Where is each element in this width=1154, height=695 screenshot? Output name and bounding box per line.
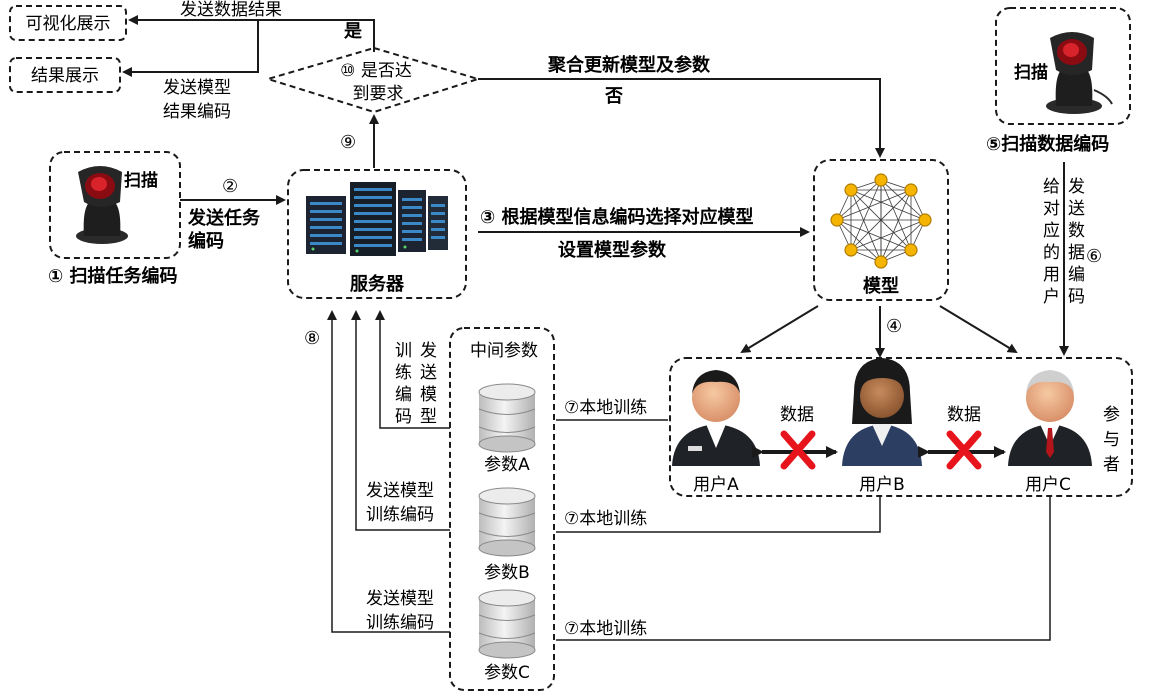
step2-l2: 编码 xyxy=(188,230,224,252)
param-a-label: 参数A xyxy=(484,455,530,475)
scanner-left-box xyxy=(49,151,181,259)
database-a-icon xyxy=(478,383,536,453)
user-b-label: 用户B xyxy=(859,475,905,495)
local-train-b-line xyxy=(556,496,881,533)
model-box xyxy=(813,159,949,301)
model-to-userA-arrow xyxy=(740,305,819,354)
user-c-label: 用户C xyxy=(1025,475,1071,495)
participants-box xyxy=(669,357,1133,497)
step6-num: ⑥ xyxy=(1086,246,1102,267)
aggregate-arrow xyxy=(478,78,885,158)
intermediate-label: 中间参数 xyxy=(470,341,538,361)
step2-l1: 发送任务 xyxy=(187,207,261,229)
step1-label: ① 扫描任务编码 xyxy=(48,265,178,287)
viz-box xyxy=(9,5,127,41)
result-label: 结果展示 xyxy=(31,66,99,86)
data-bc-label: 数据 xyxy=(947,405,981,425)
local-train-c-label: ⑦本地训练 xyxy=(564,619,647,639)
local-train-a-label: ⑦本地训练 xyxy=(564,398,647,418)
server-rack-icon xyxy=(306,182,448,256)
server-box xyxy=(287,169,467,299)
decision-diamond xyxy=(264,46,482,114)
blocked-cross-bc-icon xyxy=(946,430,982,470)
data-ab-label: 数据 xyxy=(780,405,814,425)
send-model-result-l1: 发送模型 xyxy=(163,78,231,98)
send-train-c-arrow xyxy=(327,310,450,633)
step2-num: ② xyxy=(222,176,238,197)
yes-label: 是 xyxy=(343,21,362,42)
step3-label: ③ 根据模型信息编码选择对应模型 xyxy=(480,206,754,228)
participants-side-label: 参与者 xyxy=(1103,405,1120,475)
send-train-a-arrow xyxy=(375,310,450,429)
database-c-icon xyxy=(478,589,536,659)
step4-label: ④ xyxy=(886,316,902,337)
send-train-c-l2: 训练编码 xyxy=(366,613,434,633)
step5-label: ⑤扫描数据编码 xyxy=(986,133,1109,155)
decision-line2: 到要求 xyxy=(353,84,404,104)
user-b-avatar xyxy=(842,358,922,466)
network-nodes xyxy=(830,173,932,269)
model-label: 模型 xyxy=(863,275,899,297)
barcode-scanner-left-icon xyxy=(76,166,128,244)
param-c-label: 参数C xyxy=(484,663,530,683)
send-train-b-arrow xyxy=(351,310,450,531)
user-c-avatar xyxy=(1008,370,1092,466)
model-to-userC-arrow xyxy=(939,305,1018,354)
step6-col2: 发送数据编码 xyxy=(1068,177,1085,307)
blocked-cross-ab-icon xyxy=(780,430,816,470)
server-label: 服务器 xyxy=(350,273,405,295)
aggregate-label: 聚合更新模型及参数 xyxy=(547,54,711,76)
step8-label: ⑧ xyxy=(304,328,320,349)
step6-col1: 给对应的用户 xyxy=(1043,177,1060,307)
local-train-c-line xyxy=(556,496,1051,641)
send-model-result-l2: 结果编码 xyxy=(163,102,231,122)
step3-sub: 设置模型参数 xyxy=(558,239,667,261)
scanner-right-box xyxy=(995,7,1131,125)
barcode-scanner-right-icon xyxy=(1046,32,1113,114)
send-model-result-arrow xyxy=(122,20,259,77)
user-a-avatar xyxy=(672,370,760,466)
local-train-b-label: ⑦本地训练 xyxy=(564,509,647,529)
send-data-result-label: 发送数据结果 xyxy=(180,0,282,20)
send-data-result-arrow xyxy=(128,15,375,52)
step9-label: ⑨ xyxy=(340,132,356,153)
database-b-icon xyxy=(478,487,536,557)
param-b-label: 参数B xyxy=(484,563,530,583)
scanner-right-label: 扫描 xyxy=(1014,62,1048,83)
viz-label: 可视化展示 xyxy=(26,14,111,34)
no-label: 否 xyxy=(604,86,623,107)
train-col2: 发送模型 xyxy=(420,341,437,427)
send-train-c-l1: 发送模型 xyxy=(366,589,434,609)
decision-line1: ⑩ 是否达 xyxy=(340,61,412,81)
send-train-b-l1: 发送模型 xyxy=(366,481,434,501)
send-train-b-l2: 训练编码 xyxy=(366,505,434,525)
scanner-left-label: 扫描 xyxy=(124,170,158,191)
intermediate-box xyxy=(449,327,555,691)
train-col1: 训练编码 xyxy=(395,341,412,427)
user-a-label: 用户A xyxy=(693,475,739,495)
